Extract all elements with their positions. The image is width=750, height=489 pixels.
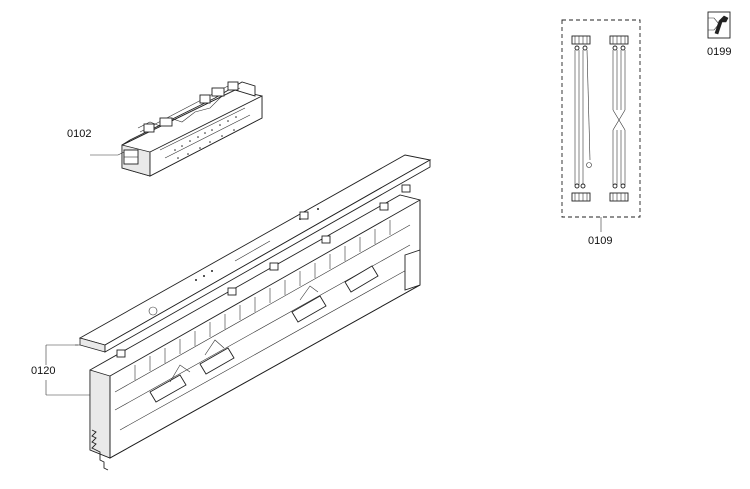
wiring-harness-0109[interactable] [561,19,641,232]
control-panel-0120[interactable] [45,154,432,471]
part-label-0109[interactable]: 0109 [588,235,613,247]
part-label-0120[interactable]: 0120 [31,365,56,377]
part-label-0102[interactable]: 0102 [67,128,92,140]
control-module-0102[interactable] [90,81,263,177]
wrench-service-icon[interactable] [707,11,731,39]
part-label-0199[interactable]: 0199 [707,46,732,58]
